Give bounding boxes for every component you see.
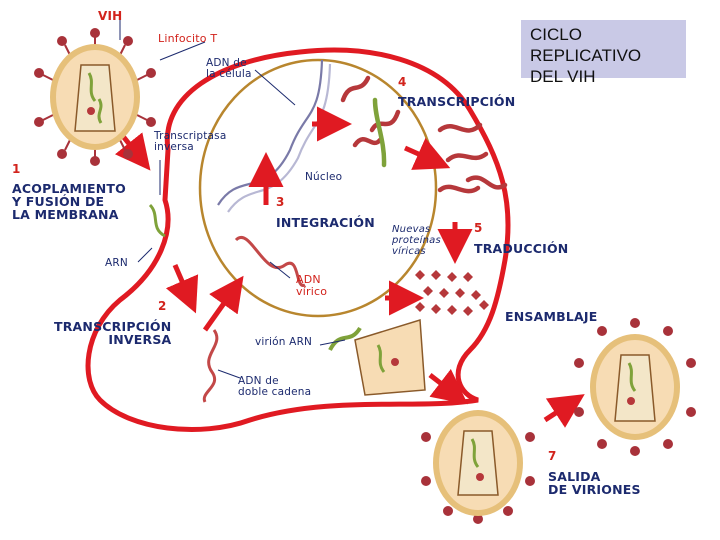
- step-1-number: 1: [12, 162, 21, 176]
- label-linfocito: Linfocito T: [158, 32, 218, 45]
- label-vih: VIH: [98, 9, 123, 23]
- label-virion-arn: virión ARN: [255, 336, 313, 348]
- step-2-number: 2: [158, 299, 167, 313]
- nucleus: [198, 58, 438, 318]
- virus-particle-top-left: [34, 28, 156, 166]
- label-nuevas-proteinas: Nuevas proteínas víricas: [392, 224, 441, 257]
- mrna-transcripts: [340, 75, 508, 194]
- step-7-number: 7: [548, 449, 557, 463]
- step-7-label: SALIDA DE VIRIONES: [548, 469, 641, 497]
- leader-lines: [119, 18, 346, 379]
- viral-dna-integrated: [234, 236, 306, 287]
- title-box: [521, 20, 686, 78]
- viral-rna: [148, 203, 166, 238]
- step-3-label: INTEGRACIÓN: [276, 215, 375, 230]
- step-5-number: 5: [474, 221, 483, 235]
- label-transcriptasa: Transcriptasa inversa: [154, 130, 227, 153]
- label-arn: ARN: [105, 257, 128, 269]
- step-3-number: 3: [276, 195, 285, 209]
- step-6-label: ENSAMBLAJE: [505, 309, 598, 324]
- step-4-number: 4: [398, 75, 407, 89]
- virus-particle-budding: [421, 410, 535, 524]
- step-5-label: TRADUCCIÓN: [474, 241, 569, 256]
- double-strand-dna: [202, 329, 219, 403]
- label-adn-celula: ADN de la célula: [206, 57, 252, 80]
- step-1-label: ACOPLAMIENTO Y FUSIÓN DE LA MEMBRANA: [12, 181, 126, 222]
- capsid-assembly: [328, 319, 426, 396]
- label-adn-doble: ADN de doble cadena: [238, 375, 312, 398]
- virus-particle-released: [574, 318, 696, 456]
- step-arrows: [114, 106, 585, 428]
- label-adn-virico: ADN vírico: [296, 273, 328, 298]
- diagram-title: CICLO REPLICATIVO DEL VIH: [530, 25, 642, 86]
- label-nucleo: Núcleo: [305, 171, 343, 183]
- step-4-label: TRANSCRIPCIÓN: [398, 94, 516, 109]
- host-dna-helix: [217, 59, 332, 213]
- step-2-label: TRANSCRIPCIÓN INVERSA: [54, 319, 172, 347]
- viral-proteins: [415, 270, 489, 316]
